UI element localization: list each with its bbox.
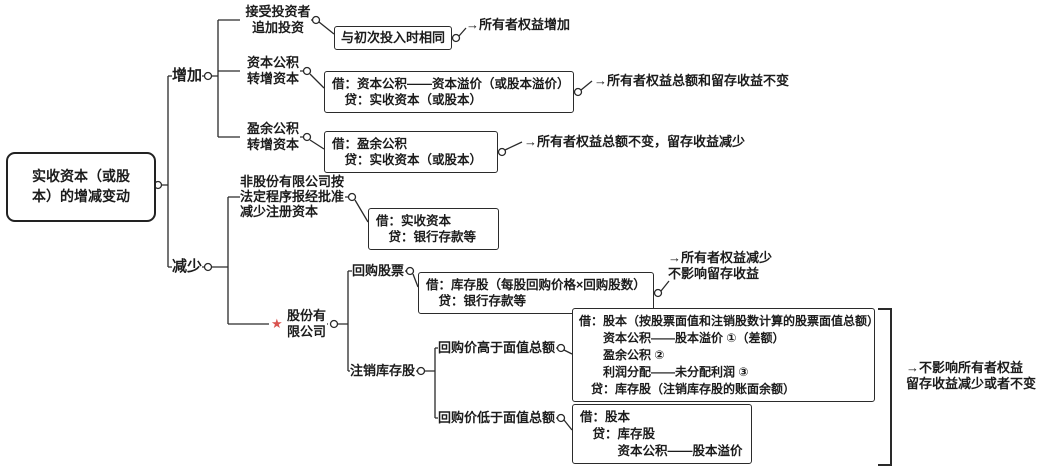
note-equity-decrease: →所有者权益减少 不影响留存收益 [668, 250, 773, 281]
entry-box-capital-reserve: 借：资本公积——资本溢价（或股本溢价） 贷：实收资本（或股本） [324, 71, 574, 113]
entry-box-same-as-initial-text: 与初次投入时相同 [340, 30, 445, 45]
note-retained-earnings-decrease: →所有者权益总额不变，留存收益减少 [524, 134, 746, 149]
entry-box-above-par: 借：股本（按股票面值和注销股数计算的股票面值总额） 资本公积——股本溢价 ①（差… [572, 308, 879, 402]
junction-dots [153, 15, 663, 423]
topic-cancel-treasury-shares: 注销库存股 [350, 363, 416, 378]
topic-below-par: 回购价低于面值总额 [438, 410, 556, 425]
entry-box-same-as-initial: 与初次投入时相同 [334, 26, 452, 50]
topic-stock-company: 股份有 限公司 [287, 308, 327, 339]
branch-increase-label: 增加 [172, 67, 203, 84]
branch-decrease-label: 减少 [172, 258, 203, 275]
note-bracket-effect: →不影响所有者权益 留存收益减少或者不变 [906, 360, 1037, 391]
topic-additional-investment: 接受投资者 追加投资 [245, 4, 311, 35]
group-bracket [878, 308, 892, 466]
topic-surplus-reserve-to-capital: 盈余公积 转增资本 [246, 121, 299, 152]
topic-capital-reserve-to-capital: 资本公积 转增资本 [246, 55, 299, 86]
star-icon: ★ [271, 316, 283, 331]
entry-box-surplus-reserve: 借：盈余公积 贷：实收资本（或股本） [324, 131, 498, 173]
topic-non-stock-company: 非股份有限公司按 法定程序报经批准 减少注册资本 [240, 174, 345, 219]
note-owner-equity-increase: →所有者权益增加 [466, 17, 571, 32]
topic-repurchase-shares: 回购股票 [352, 263, 405, 278]
note-total-equity-unchanged: →所有者权益总额和留存收益不变 [594, 73, 790, 88]
topic-above-par: 回购价高于面值总额 [438, 340, 556, 355]
root-node: 实收资本（或股 本）的增减变动 [6, 152, 156, 222]
entry-box-below-par: 借：股本 贷：库存股 资本公积——股本溢价 [572, 404, 752, 464]
entry-box-repurchase: 借：库存股（每股回购价格×回购股数） 贷：银行存款等 [418, 272, 654, 314]
entry-box-reduce-registered-capital: 借：实收资本 贷：银行存款等 [368, 208, 499, 250]
root-label: 实收资本（或股 本）的增减变动 [32, 168, 130, 204]
